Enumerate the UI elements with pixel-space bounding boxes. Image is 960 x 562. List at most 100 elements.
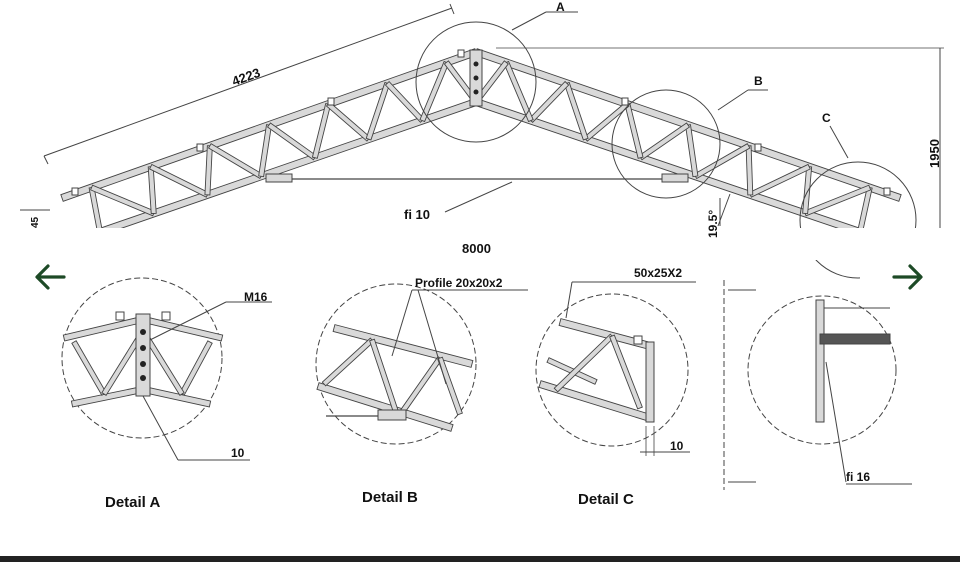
callout-a-label: A [556, 0, 565, 14]
callout-b-leader [717, 89, 749, 111]
callout-c-circle [799, 161, 917, 279]
detail-a-plate [135, 313, 151, 397]
truss-web [266, 122, 317, 161]
detail-a-cleat [115, 311, 125, 321]
truss-web [638, 122, 691, 161]
dimension-height-label: 1950 [927, 139, 942, 168]
detail-b-title: Detail B [362, 489, 418, 506]
image-band [0, 228, 960, 260]
detail-a-cleat [161, 311, 171, 321]
truss-elevation [20, 3, 944, 279]
dimension-span-label: 8000 [462, 241, 491, 256]
detail-b-web [437, 356, 463, 416]
arrow-right-icon [892, 264, 923, 290]
image-band-left [0, 228, 100, 308]
purlin-cleat [621, 97, 629, 106]
detail-a-top-chord [62, 316, 142, 342]
detail-c-circle [535, 293, 689, 447]
purlin-cleat [754, 143, 762, 152]
ridge-bolt [473, 89, 479, 95]
detail-b-circle [315, 283, 477, 445]
detail-b-top-chord [332, 324, 474, 368]
purlin-cleat [883, 187, 891, 196]
detail-c-cleat [633, 335, 643, 345]
detail-a-web [179, 340, 213, 396]
dimension-left-edge-label: 45 [30, 216, 41, 228]
detail-a-title: Detail A [105, 494, 160, 511]
detail-b-gusset [377, 409, 407, 421]
callout-c-label: C [822, 111, 831, 125]
detail-a-plate-label: 10 [231, 446, 245, 460]
detail-d-column [815, 299, 825, 423]
detail-a-bolt [140, 361, 146, 367]
truss-web [693, 143, 751, 180]
truss-web [207, 143, 264, 180]
detail-a-web [71, 340, 107, 396]
dimension-tick [449, 3, 455, 15]
truss-web [802, 166, 813, 215]
dimension-tick [43, 155, 49, 165]
tie-rod-leader [444, 181, 513, 213]
purlin-cleat [196, 143, 204, 152]
detail-b-profile-label: Profile 20x20x2 [415, 276, 503, 290]
detail-c-profile-label: 50x25X2 [634, 266, 682, 280]
detail-a-leader [142, 395, 179, 461]
truss-web [258, 124, 272, 178]
truss-web [528, 80, 570, 123]
truss-web [685, 124, 699, 178]
previous-image-button[interactable] [27, 254, 73, 300]
truss-web [745, 145, 754, 196]
truss-web [325, 101, 371, 142]
detail-c-web [609, 334, 643, 410]
truss-web [311, 102, 332, 159]
detail-c-title: Detail C [578, 491, 634, 508]
truss-web [148, 163, 210, 198]
truss-web [419, 60, 450, 123]
next-image-button[interactable] [885, 254, 931, 300]
callout-a-leader [511, 11, 547, 31]
detail-a-circle [61, 277, 223, 439]
detail-a-bolt [140, 345, 146, 351]
truss-web [90, 184, 156, 217]
detail-d-leader [825, 361, 847, 483]
detail-b-bottom-chord [316, 382, 454, 432]
detail-b-web [321, 337, 375, 387]
truss-web [204, 145, 213, 196]
detail-c-web [553, 333, 615, 393]
callout-c-leader [829, 125, 849, 159]
tie-rod-label: fi 10 [404, 207, 430, 222]
ridge-bolt [473, 61, 479, 67]
detail-d-beam [819, 333, 891, 345]
truss-web [748, 163, 811, 198]
detail-a-bolt [140, 329, 146, 335]
gusset-plate-right [661, 173, 689, 183]
callout-b-circle [611, 89, 721, 199]
detail-a-bolt-label: M16 [244, 290, 268, 304]
bottom-bar [0, 556, 960, 562]
dimension-length-label: 4223 [230, 65, 262, 89]
dimension-angle-label: 19.5° [706, 210, 720, 238]
gusset-plate-left [265, 173, 293, 183]
detail-a-bolt [140, 375, 146, 381]
detail-b-leader [417, 289, 447, 385]
truss-web [583, 101, 630, 142]
purlin-cleat [327, 97, 335, 106]
purlin-cleat [71, 187, 79, 196]
detail-d-circle [747, 295, 897, 445]
callout-b-label: B [754, 74, 763, 88]
detail-b-leader [391, 289, 413, 357]
detail-a-leader [149, 301, 227, 341]
truss-web [384, 80, 425, 123]
purlin-cleat [457, 49, 465, 58]
dimension-line-length [43, 7, 453, 157]
ridge-bolt [473, 75, 479, 81]
detail-d-rod-label: fi 16 [846, 470, 870, 484]
details-section [61, 277, 912, 490]
detail-a-top-chord [144, 316, 224, 342]
detail-c-end-plate [645, 341, 655, 423]
arrow-left-icon [35, 264, 66, 290]
truss-web [803, 184, 872, 217]
callout-a-circle [415, 21, 537, 143]
